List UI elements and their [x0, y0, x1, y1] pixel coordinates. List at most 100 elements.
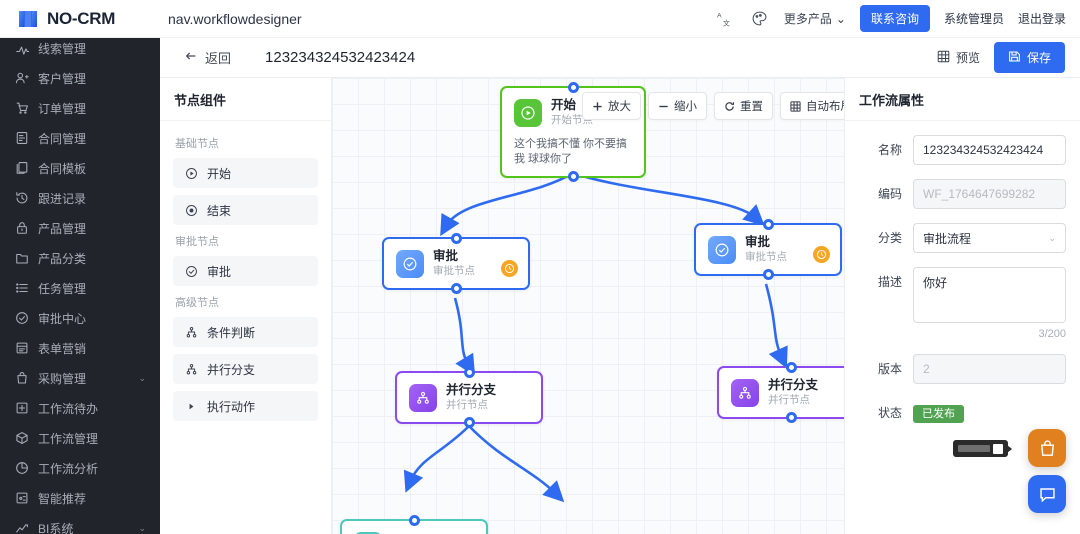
sidebar-item-0[interactable]: 线索管理 — [0, 33, 160, 63]
sidebar-item-10[interactable]: 表单营销 — [0, 333, 160, 363]
pie-icon — [14, 461, 29, 476]
node-subtitle: 并行节点 — [768, 394, 810, 407]
palette-title: 节点组件 — [160, 78, 331, 121]
sidebar-item-label: 工作流分析 — [38, 461, 99, 476]
desc-label: 描述 — [877, 275, 902, 289]
sidebar-item-4[interactable]: 合同模板 — [0, 153, 160, 183]
list-icon — [14, 281, 29, 296]
desc-textarea[interactable]: 你好 — [913, 267, 1066, 323]
back-button[interactable]: 返回 — [184, 48, 231, 67]
recommend-icon — [14, 491, 29, 506]
admin-link[interactable]: 系统管理员 — [943, 12, 1004, 26]
node-port-bottom[interactable] — [450, 283, 462, 294]
node-parallel-left[interactable]: 并行分支 并行节点 — [395, 367, 543, 428]
sidebar-item-label: 合同管理 — [38, 131, 87, 146]
sidebar-item-11[interactable]: 采购管理⌄ — [0, 363, 160, 393]
check-circle-icon — [184, 264, 198, 278]
canvas-toolbar: 放大 缩小 重置 — [582, 92, 844, 120]
brand-logo[interactable]: NO-CRM — [0, 7, 150, 31]
sidebar-item-8[interactable]: 任务管理 — [0, 273, 160, 303]
node-text: 开始 开始节点 — [551, 99, 593, 126]
palette-node-0-0[interactable]: 开始 — [173, 158, 318, 188]
palette-icon[interactable] — [750, 9, 770, 29]
clock-icon — [501, 260, 518, 277]
palette-node-1-0[interactable]: 审批 — [173, 256, 318, 286]
sidebar-item-5[interactable]: 跟进记录 — [0, 183, 160, 213]
page-title: 123234324532423424 — [265, 49, 416, 66]
plus-icon — [592, 101, 603, 112]
status-badge: 已发布 — [913, 405, 964, 424]
sidebar-item-7[interactable]: 产品分类 — [0, 243, 160, 273]
grid-icon — [937, 50, 950, 66]
node-port-top[interactable] — [567, 82, 579, 93]
floating-tooltip — [953, 440, 1012, 457]
palette-node-0-1[interactable]: 结束 — [173, 195, 318, 225]
name-input[interactable] — [913, 135, 1066, 165]
chat-fab[interactable] — [1028, 475, 1066, 513]
node-parallel-right[interactable]: 并行分支 并行节点 — [717, 362, 844, 423]
node-port-bottom[interactable] — [463, 417, 475, 428]
sidebar-item-6[interactable]: 产品管理 — [0, 213, 160, 243]
category-select[interactable]: 审批流程 ⌄ — [913, 223, 1066, 253]
sidebar-item-14[interactable]: 工作流分析 — [0, 453, 160, 483]
node-subtitle: 开始节点 — [551, 114, 593, 127]
breadcrumb: nav.workflowdesigner — [168, 10, 302, 27]
sidebar-item-16[interactable]: BI系统⌄ — [0, 513, 160, 534]
palette-node-2-1[interactable]: 并行分支 — [173, 354, 318, 384]
shopping-bag-fab[interactable] — [1028, 429, 1066, 467]
reset-button[interactable]: 重置 — [714, 92, 773, 120]
node-text: 审批 审批节点 — [745, 236, 787, 263]
palette-node-2-2[interactable]: 执行动作 — [173, 391, 318, 421]
node-bottom-partial[interactable] — [340, 515, 488, 534]
shopping-bag-icon — [1038, 439, 1057, 458]
sidebar-item-label: 智能推荐 — [38, 491, 87, 506]
sidebar-item-1[interactable]: 客户管理 — [0, 63, 160, 93]
workflow-subheader: 返回 123234324532423424 预览 — [160, 38, 1080, 78]
node-subtitle: 审批节点 — [433, 265, 475, 278]
node-port-top[interactable] — [450, 233, 462, 244]
zoom-out-button[interactable]: 缩小 — [648, 92, 707, 120]
chevron-down-icon: ⌄ — [138, 372, 146, 383]
node-port-top[interactable] — [408, 515, 420, 526]
category-label: 分类 — [877, 231, 902, 245]
sidebar-item-2[interactable]: 订单管理 — [0, 93, 160, 123]
category-control: 审批流程 ⌄ — [913, 223, 1066, 253]
preview-button[interactable]: 预览 — [937, 49, 980, 66]
save-button[interactable]: 保存 — [993, 42, 1065, 73]
node-port-top[interactable] — [762, 219, 774, 230]
tooltip-badge — [993, 443, 1003, 454]
node-port-top[interactable] — [785, 362, 797, 373]
logout-link[interactable]: 退出登录 — [1017, 12, 1066, 26]
node-approve-left[interactable]: 审批 审批节点 — [382, 233, 530, 294]
version-control — [913, 354, 1066, 384]
node-approve-right[interactable]: 审批 审批节点 — [694, 219, 842, 280]
play-circle-icon — [184, 166, 198, 180]
node-port-bottom[interactable] — [567, 170, 579, 182]
history-icon — [14, 191, 29, 206]
node-port-bottom[interactable] — [785, 412, 797, 423]
language-icon[interactable]: A 文 — [716, 9, 736, 29]
zoom-in-button[interactable]: 放大 — [582, 92, 641, 120]
status-label: 状态 — [877, 406, 902, 420]
node-start[interactable]: 开始 开始节点 这个我搞不懂 你不要搞我 球球你了 — [500, 82, 646, 182]
node-port-top[interactable] — [463, 367, 475, 378]
properties-form: 名称 编码 分类 审批流程 ⌄ — [845, 121, 1080, 428]
palette-group-title: 基础节点 — [175, 138, 219, 150]
auto-layout-button[interactable]: 自动布局 — [780, 92, 844, 120]
sidebar-item-13[interactable]: 工作流管理 — [0, 423, 160, 453]
chevron-down-icon: ⌄ — [1048, 232, 1056, 243]
contact-button[interactable]: 联系咨询 — [859, 5, 930, 32]
check-circle-icon — [14, 311, 29, 326]
template-icon — [14, 161, 29, 176]
field-code-row: 编码 — [853, 179, 1066, 209]
node-subtitle: 并行节点 — [446, 399, 488, 412]
sidebar-item-12[interactable]: 工作流待办 — [0, 393, 160, 423]
palette-node-2-0[interactable]: 条件判断 — [173, 317, 318, 347]
node-text: 并行分支 并行节点 — [446, 384, 496, 411]
sidebar-item-15[interactable]: 智能推荐 — [0, 483, 160, 513]
sidebar-item-3[interactable]: 合同管理 — [0, 123, 160, 153]
more-products-dropdown[interactable]: 更多产品 ⌄ — [784, 10, 846, 27]
node-port-bottom[interactable] — [762, 269, 774, 280]
sidebar-item-9[interactable]: 审批中心 — [0, 303, 160, 333]
workflow-canvas[interactable]: 放大 缩小 重置 — [332, 78, 844, 534]
